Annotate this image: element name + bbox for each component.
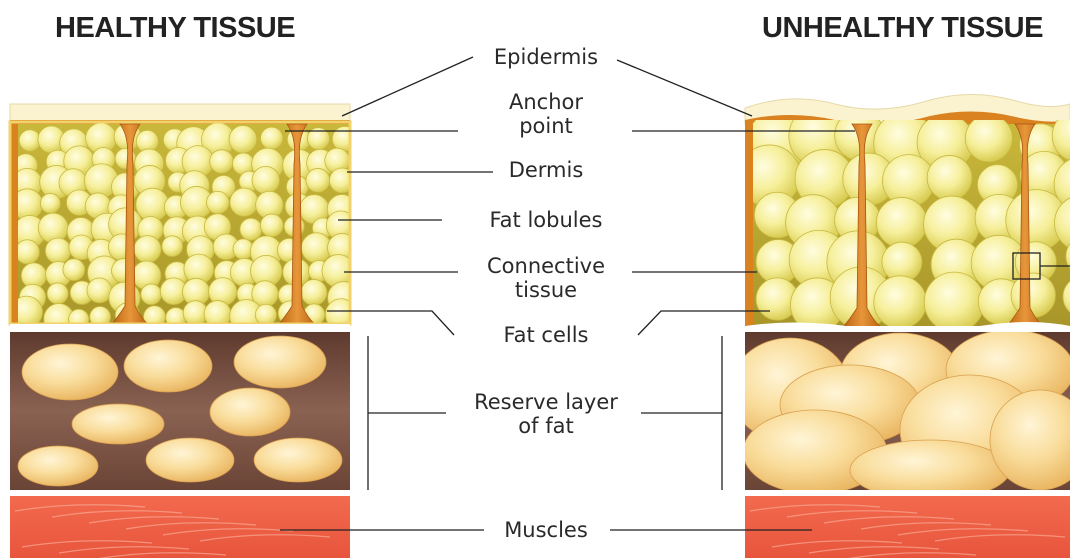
fat-cell [927,155,972,200]
reserve-fat-cell [22,344,118,400]
fat-cell [332,126,357,151]
anchor-point-label: Anchor point [509,90,583,138]
unhealthy-reserve-fat [730,330,1070,500]
healthy-tissue-block [10,104,360,558]
reserve-layer-line-1: Reserve layer [474,390,618,414]
fat-cell [301,279,327,305]
anchor-point-line-2: point [509,114,583,138]
fat-cell [301,233,331,263]
fat-cell [38,213,68,243]
fat-cell [924,272,984,332]
reserve-fat-cell [18,446,98,486]
fat-cell [87,278,112,303]
connective-tissue-line-2: tissue [487,278,605,302]
reserve-fat-cell [254,438,342,482]
muscles-label: Muscles [504,518,588,542]
fat-cell [260,214,283,237]
fat-cell [134,236,161,263]
fat-cell [874,276,927,329]
reserve-fat-cell [72,404,164,444]
unhealthy-tissue-title: UNHEALTHY TISSUE [762,12,1043,45]
dermis-label: Dermis [509,158,584,182]
connective-strand-edge [745,124,753,328]
fat-cell [210,150,234,174]
unhealthy-tissue-block [730,94,1070,558]
fat-cell [306,168,330,192]
reserve-layer-line-2: of fat [474,414,618,438]
healthy-epidermis [10,104,350,122]
fat-cell [240,218,262,240]
healthy-separator [10,324,350,332]
fat-cell [141,284,162,305]
fat-cell [255,304,276,325]
fat-cell [40,193,60,213]
connective-tissue-label: Connective tissue [487,254,605,302]
reserve-layer-label: Reserve layer of fat [474,390,618,438]
fat-cell [965,115,1012,162]
reserve-fat-cell [146,438,234,482]
fat-cell [15,240,39,264]
reserve-fat-cell [210,388,290,436]
fat-cell [876,197,927,248]
fat-cell [229,126,257,154]
fat-cell [45,238,71,264]
fat-cells-label: Fat cells [503,323,588,347]
epidermis-label: Epidermis [494,45,598,69]
leader-epidermis-left [342,57,473,116]
fat-cell [207,191,230,214]
fat-cell [47,283,68,304]
fat-cell [63,259,85,281]
fat-cell [230,188,258,216]
connective-tissue-line-1: Connective [487,254,605,278]
reserve-fat-cell [124,340,212,392]
fat-cell [252,166,280,194]
fat-cell [19,130,41,152]
healthy-tissue-title: HEALTHY TISSUE [55,12,295,45]
fat-cell [261,127,283,149]
fat-lobules-label: Fat lobules [490,208,603,232]
reserve-fat-cell [234,336,326,388]
fat-cell [162,236,183,257]
anchor-point-line-1: Anchor [509,90,583,114]
leader-epidermis-right [617,60,752,116]
